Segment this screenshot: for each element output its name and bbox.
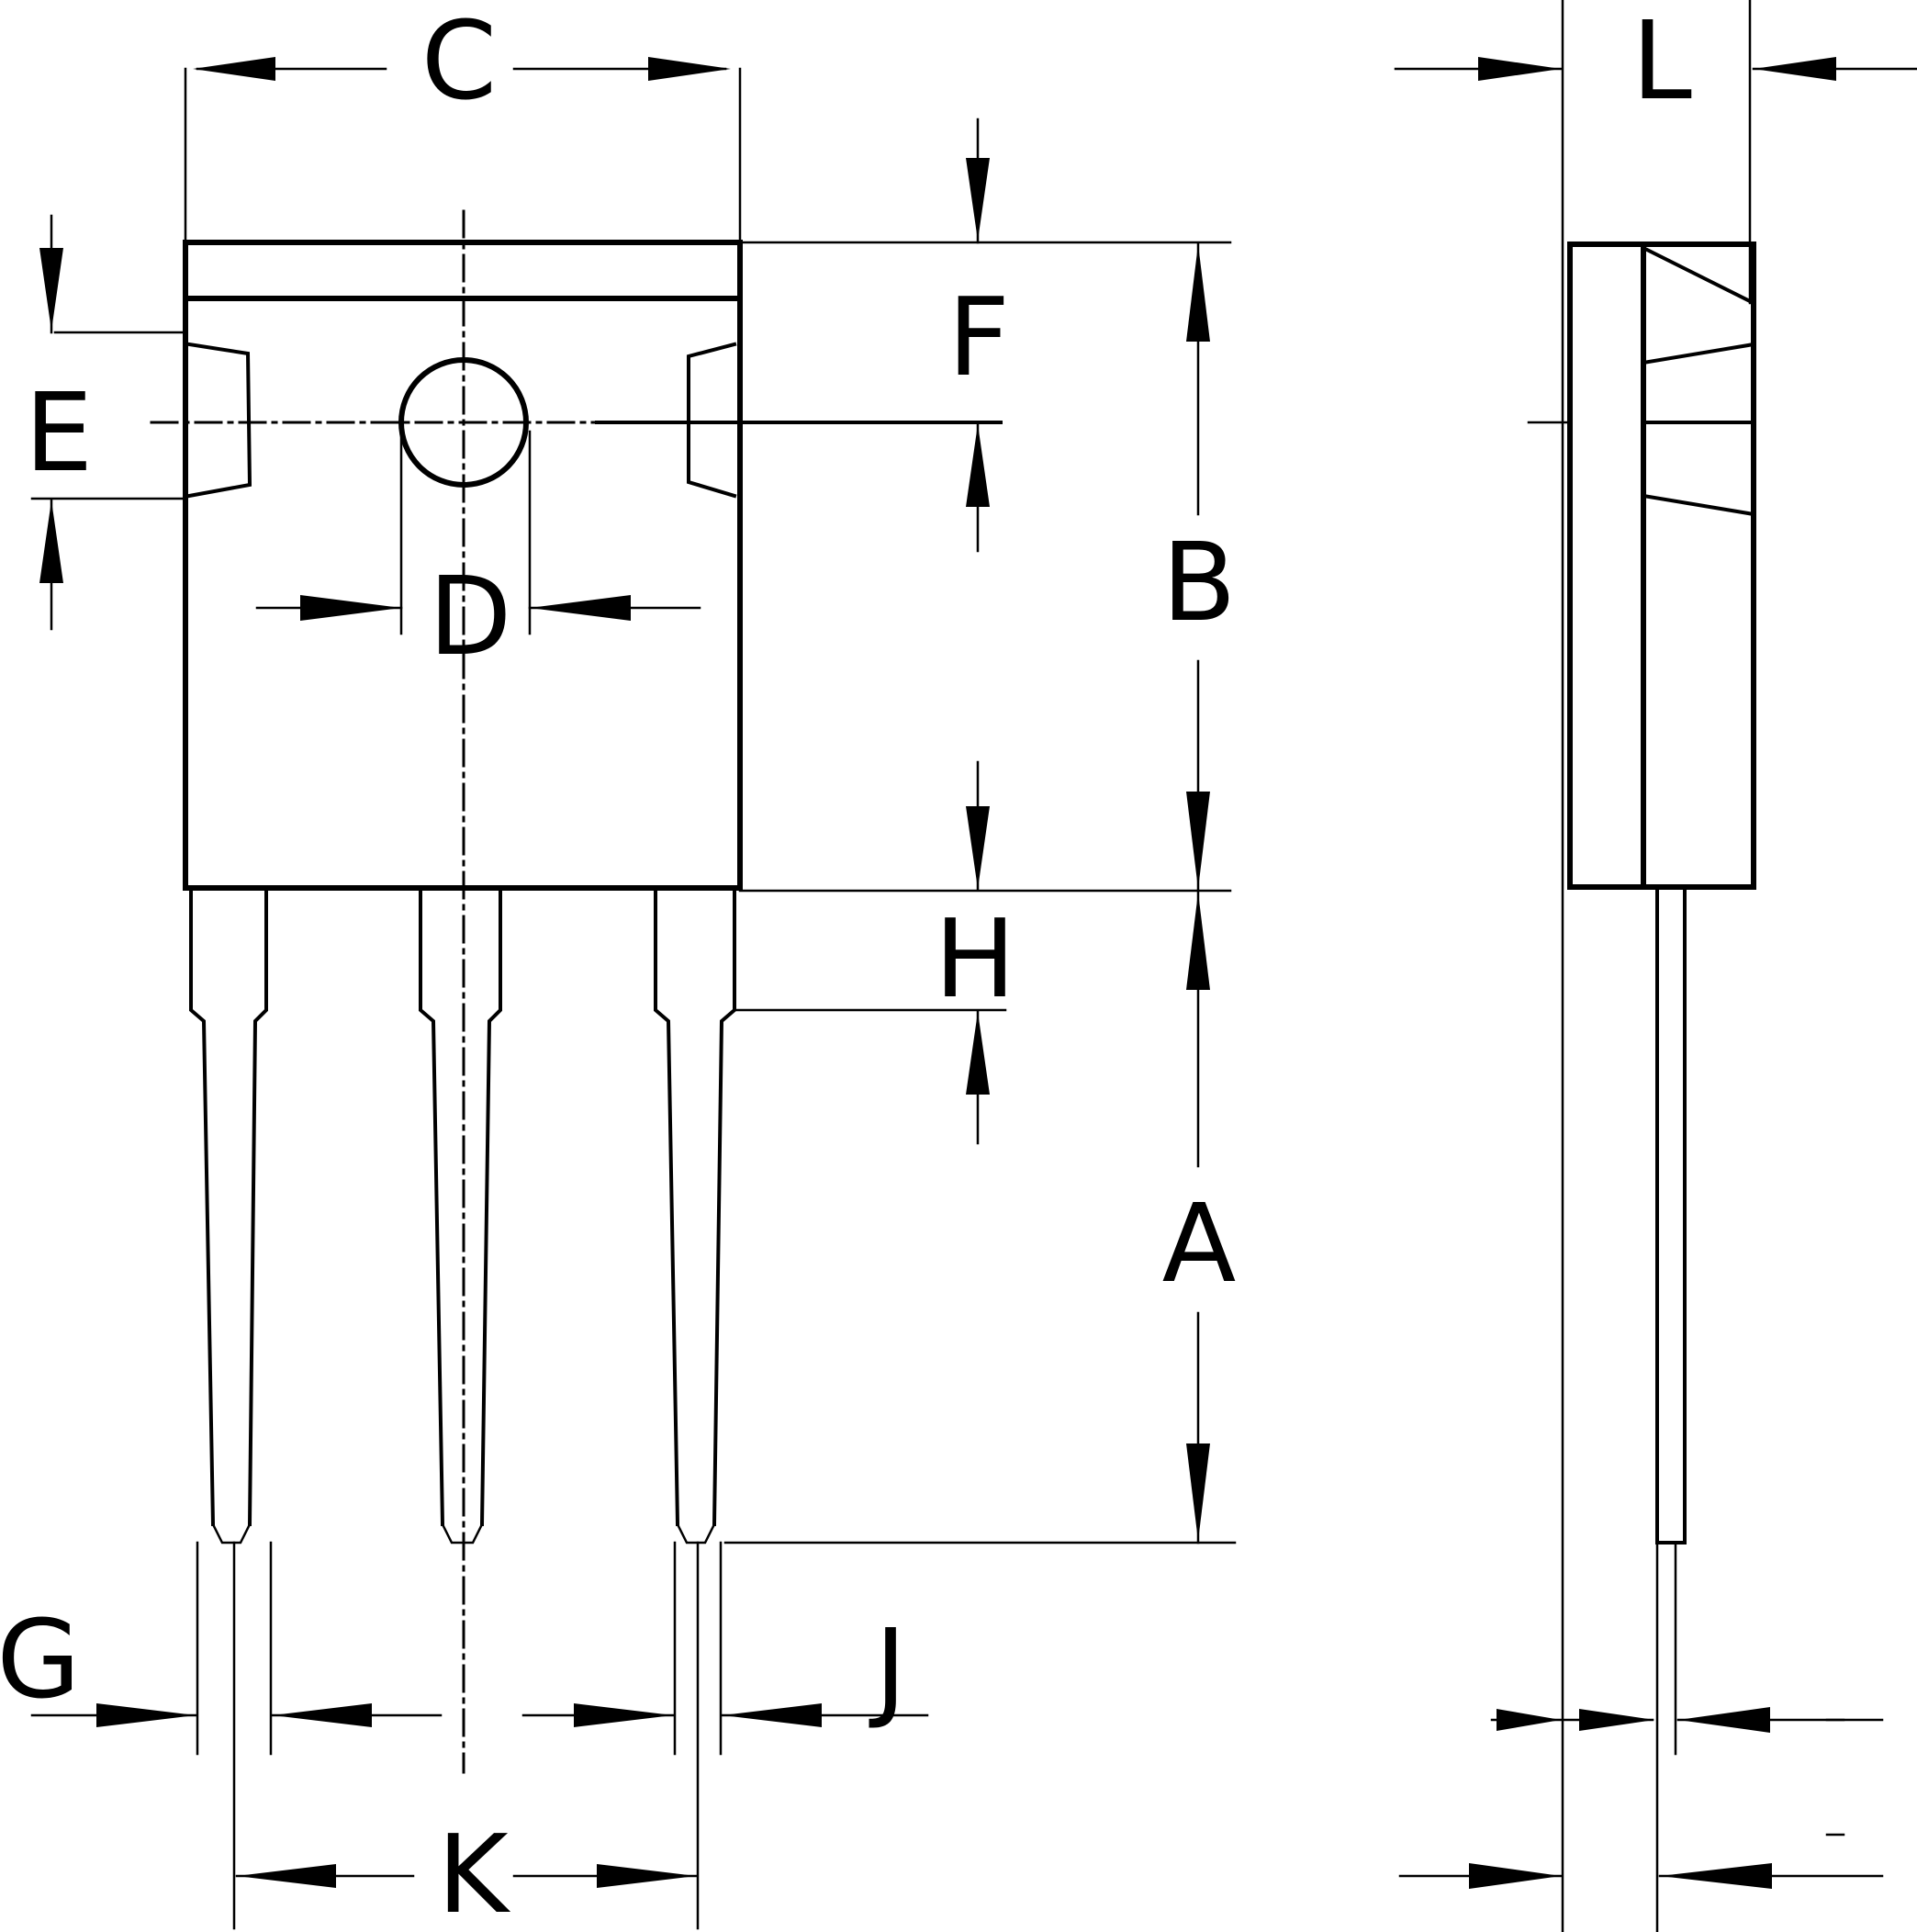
label-g: G [0, 1596, 81, 1723]
side-view [1527, 0, 1845, 1932]
lead-center [419, 886, 502, 1544]
side-tab-profile [1641, 245, 1756, 517]
label-j: J [869, 1605, 907, 1732]
lead-left [189, 886, 268, 1544]
front-view [30, 67, 1237, 1930]
right-notch [687, 342, 737, 499]
label-c: C [421, 0, 497, 124]
label-e: E [25, 369, 94, 496]
dimension-arrows [30, 57, 1917, 1889]
label-l: L [1631, 0, 1692, 124]
label-h: H [935, 895, 1016, 1022]
label-a: A [1162, 1180, 1237, 1307]
lead-right [654, 886, 736, 1544]
label-d: D [429, 553, 512, 680]
side-body [1567, 242, 1756, 890]
side-lead [1655, 885, 1687, 1544]
label-b: B [1162, 519, 1237, 646]
label-k: K [437, 1811, 510, 1932]
label-f: F [947, 274, 1010, 400]
left-notch [186, 342, 252, 499]
dimension-labels: A B C D E F G H J K L [0, 0, 1692, 1932]
